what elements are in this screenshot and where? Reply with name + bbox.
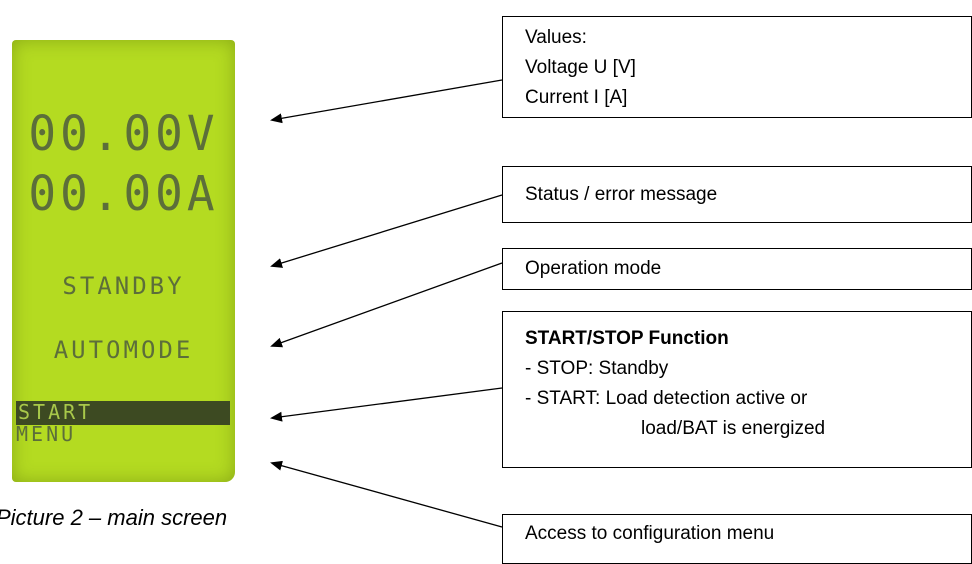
arrow-status <box>270 194 503 268</box>
status-callout: Status / error message <box>502 166 972 223</box>
status-readout: STANDBY <box>62 272 185 300</box>
voltage-readout: 00.00V <box>28 104 219 162</box>
startstop-stop: - STOP: Standby <box>525 358 669 379</box>
current-readout: 00.00A <box>28 164 219 222</box>
startstop-start: - START: Load detection active or <box>525 388 808 409</box>
startstop-energized: load/BAT is energized <box>641 418 826 439</box>
arrow-mode <box>270 262 503 348</box>
mode-readout: AUTOMODE <box>53 336 194 364</box>
menu-callout: Access to configuration menu <box>502 514 972 564</box>
arrow-startstop <box>270 387 503 422</box>
menu-label: MENU <box>16 422 77 446</box>
picture-caption: Picture 2 – main screen <box>0 505 228 530</box>
startstop-callout: START/STOP Function - STOP: Standby - ST… <box>502 311 972 468</box>
callout-arrows <box>270 79 503 528</box>
values-title: Values: <box>525 27 587 48</box>
start-label: START <box>18 400 94 424</box>
status-callout-label: Status / error message <box>525 184 718 205</box>
startstop-title: START/STOP Function <box>525 328 729 349</box>
mode-callout-label: Operation mode <box>525 258 662 279</box>
values-current: Current I [A] <box>525 87 628 108</box>
values-callout: Values: Voltage U [V] Current I [A] <box>502 16 972 118</box>
start-highlight-bar: START <box>16 400 230 425</box>
lcd-display: 00.00V 00.00A STANDBY AUTOMODE START MEN… <box>12 40 235 482</box>
arrow-values <box>270 79 503 124</box>
menu-callout-label: Access to configuration menu <box>525 523 775 544</box>
values-voltage: Voltage U [V] <box>525 57 636 78</box>
arrow-menu <box>270 460 503 528</box>
mode-callout: Operation mode <box>502 248 972 290</box>
